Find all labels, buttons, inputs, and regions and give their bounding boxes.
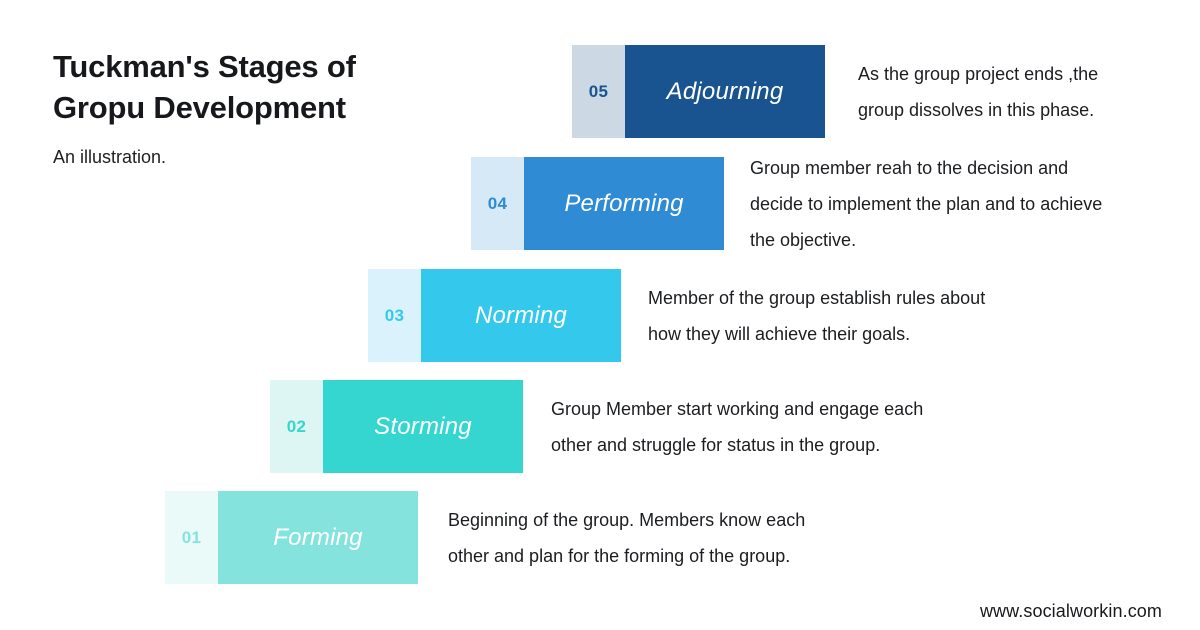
stage-row-02: 02 Storming Group Member start working a… xyxy=(270,380,923,473)
stage-number-box-02: 02 xyxy=(270,380,323,473)
stage-label-box-02: Storming xyxy=(323,380,523,473)
stage-description-05: As the group project ends ,the group dis… xyxy=(858,63,1099,120)
stage-number-05: 05 xyxy=(588,81,609,101)
stage-number-02: 02 xyxy=(286,416,307,436)
stage-number-box-01: 01 xyxy=(165,491,218,584)
page-subtitle: An illustration. xyxy=(53,146,167,167)
stage-number-box-04: 04 xyxy=(471,157,524,250)
stage-bar-03: 03 Norming xyxy=(368,269,621,362)
stage-row-03: 03 Norming Member of the group establish… xyxy=(368,269,985,362)
stage-label-box-03: Norming xyxy=(421,269,621,362)
stage-bar-05: 05 Adjourning xyxy=(572,45,825,138)
stage-number-box-05: 05 xyxy=(572,45,625,138)
stage-row-05: 05 Adjourning As the group project ends … xyxy=(572,45,1098,138)
stage-label-box-04: Performing xyxy=(524,157,724,250)
stage-description-02: Group Member start working and engage ea… xyxy=(551,398,924,455)
footer-url: www.socialworkin.com xyxy=(979,601,1162,621)
stage-description-01: Beginning of the group. Members know eac… xyxy=(448,509,806,566)
stage-label-04: Performing xyxy=(564,189,684,217)
stage-row-04: 04 Performing Group member reah to the d… xyxy=(471,157,1102,250)
stage-label-box-05: Adjourning xyxy=(625,45,825,138)
stage-number-01: 01 xyxy=(181,527,202,547)
page-title: Tuckman's Stages of Gropu Development xyxy=(53,49,356,125)
stage-description-04: Group member reah to the decision and de… xyxy=(750,157,1103,250)
heading-block: Tuckman's Stages of Gropu Development An… xyxy=(53,47,523,170)
stage-row-01: 01 Forming Beginning of the group. Membe… xyxy=(165,491,805,584)
stage-bar-04: 04 Performing xyxy=(471,157,724,250)
stage-label-box-01: Forming xyxy=(218,491,418,584)
stage-bar-01: 01 Forming xyxy=(165,491,418,584)
stage-description-03: Member of the group establish rules abou… xyxy=(648,287,986,344)
stage-label-03: Norming xyxy=(474,301,568,329)
stage-bar-02: 02 Storming xyxy=(270,380,523,473)
stage-number-03: 03 xyxy=(384,305,405,325)
stage-number-box-03: 03 xyxy=(368,269,421,362)
stage-label-02: Storming xyxy=(374,412,472,440)
stage-label-01: Forming xyxy=(273,523,363,551)
stage-label-05: Adjourning xyxy=(666,77,784,105)
stage-number-04: 04 xyxy=(487,193,508,213)
